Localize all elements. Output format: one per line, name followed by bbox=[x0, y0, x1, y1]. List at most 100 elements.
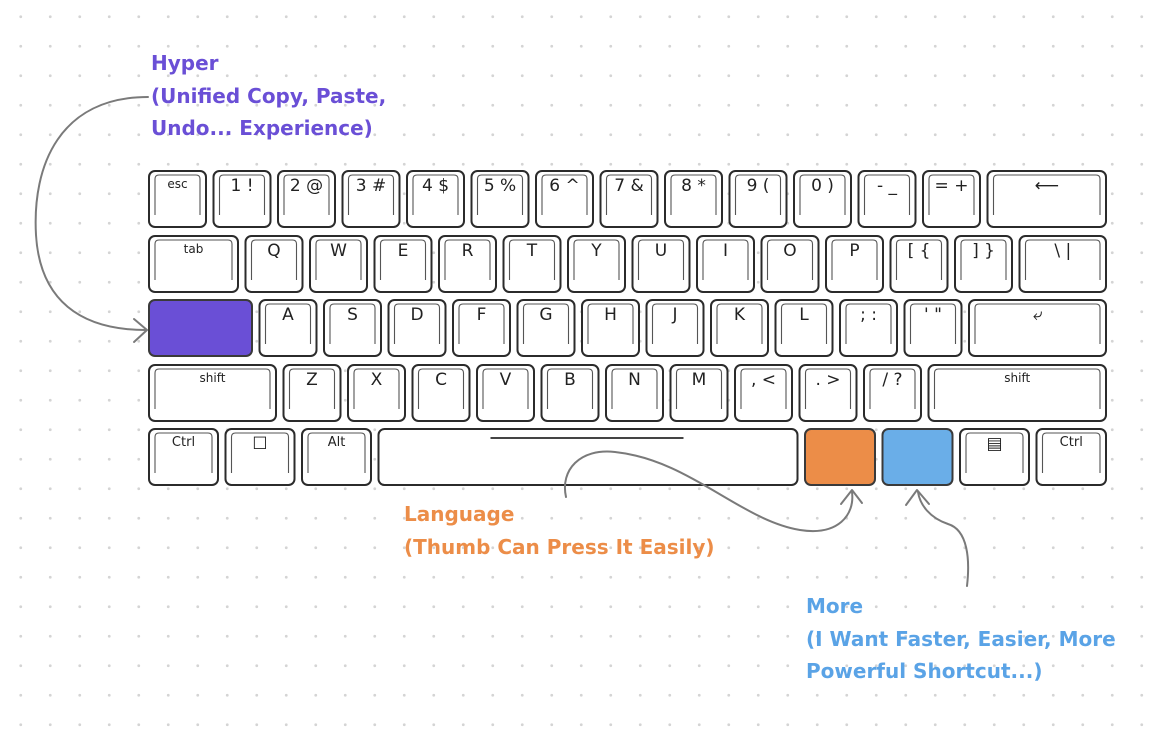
key-menu[interactable]: ▤ bbox=[959, 428, 1030, 486]
key-n[interactable]: N bbox=[605, 364, 664, 422]
key-minus-bevel bbox=[863, 174, 911, 215]
key-9[interactable]: 9 ( bbox=[728, 170, 788, 228]
key-comma[interactable]: , < bbox=[734, 364, 793, 422]
key-rshift-bevel bbox=[933, 368, 1101, 409]
key-win[interactable]: ☐ bbox=[224, 428, 296, 486]
key-rctrl[interactable]: Ctrl bbox=[1035, 428, 1107, 486]
key-lctrl[interactable]: Ctrl bbox=[148, 428, 219, 486]
key-4[interactable]: 4 $ bbox=[406, 170, 465, 228]
key-2-cap bbox=[277, 170, 336, 228]
key-v[interactable]: V bbox=[476, 364, 535, 422]
key-i-bevel bbox=[702, 239, 749, 280]
key-c[interactable]: C bbox=[411, 364, 471, 422]
key-rbracket[interactable]: ] } bbox=[954, 235, 1013, 293]
key-f-label: F bbox=[477, 305, 487, 325]
key-more-cap bbox=[881, 428, 954, 486]
key-slash-label: / ? bbox=[882, 370, 902, 390]
key-semicolon[interactable]: ; : bbox=[839, 299, 898, 357]
key-k[interactable]: K bbox=[710, 299, 769, 357]
key-esc[interactable]: esc bbox=[148, 170, 207, 228]
key-z-cap bbox=[282, 364, 342, 422]
key-m-cap bbox=[669, 364, 729, 422]
key-rshift[interactable]: shift bbox=[927, 364, 1107, 422]
key-4-cap bbox=[406, 170, 465, 228]
key-2-bevel bbox=[283, 174, 330, 215]
key-t[interactable]: T bbox=[502, 235, 562, 293]
key-0[interactable]: 0 ) bbox=[793, 170, 852, 228]
key-8-label: 8 * bbox=[681, 176, 706, 196]
key-alt[interactable]: Alt bbox=[301, 428, 372, 486]
key-l[interactable]: L bbox=[774, 299, 834, 357]
key-1-label: 1 ! bbox=[230, 176, 253, 196]
key-lbracket-cap bbox=[889, 235, 949, 293]
key-hyper[interactable] bbox=[148, 299, 253, 357]
key-menu-label: ▤ bbox=[986, 434, 1002, 454]
key-semicolon-cap bbox=[839, 299, 898, 357]
key-6[interactable]: 6 ^ bbox=[535, 170, 594, 228]
key-period-cap bbox=[798, 364, 858, 422]
key-6-bevel bbox=[541, 174, 588, 215]
key-3[interactable]: 3 # bbox=[341, 170, 401, 228]
key-lbracket[interactable]: [ { bbox=[889, 235, 949, 293]
key-s[interactable]: S bbox=[323, 299, 382, 357]
key-enter-label: ⤶ bbox=[1033, 305, 1043, 325]
key-5[interactable]: 5 % bbox=[470, 170, 530, 228]
key-r[interactable]: R bbox=[438, 235, 497, 293]
key-i[interactable]: I bbox=[696, 235, 755, 293]
key-language[interactable] bbox=[804, 428, 876, 486]
key-p[interactable]: P bbox=[825, 235, 884, 293]
key-j[interactable]: J bbox=[645, 299, 705, 357]
key-2[interactable]: 2 @ bbox=[277, 170, 336, 228]
key-y[interactable]: Y bbox=[567, 235, 626, 293]
key-d[interactable]: D bbox=[387, 299, 447, 357]
key-a[interactable]: A bbox=[258, 299, 318, 357]
key-h[interactable]: H bbox=[581, 299, 640, 357]
key-b-cap bbox=[540, 364, 600, 422]
key-b-label: B bbox=[564, 370, 576, 390]
key-space[interactable] bbox=[377, 428, 799, 486]
key-1[interactable]: 1 ! bbox=[212, 170, 272, 228]
key-9-label: 9 ( bbox=[747, 176, 770, 196]
key-p-label: P bbox=[849, 241, 859, 261]
key-tab-bevel bbox=[154, 239, 233, 280]
key-quote-label: ' " bbox=[924, 305, 942, 325]
key-e-cap bbox=[373, 235, 433, 293]
key-tab[interactable]: tab bbox=[148, 235, 239, 293]
key-8[interactable]: 8 * bbox=[664, 170, 723, 228]
key-more[interactable] bbox=[881, 428, 954, 486]
key-n-bevel bbox=[611, 368, 658, 409]
key-period[interactable]: . > bbox=[798, 364, 858, 422]
key-o[interactable]: O bbox=[760, 235, 820, 293]
key-quote[interactable]: ' " bbox=[903, 299, 963, 357]
key-0-bevel bbox=[799, 174, 846, 215]
key-lshift[interactable]: shift bbox=[148, 364, 277, 422]
key-g[interactable]: G bbox=[516, 299, 576, 357]
key-backslash[interactable]: \ | bbox=[1018, 235, 1107, 293]
key-w[interactable]: W bbox=[309, 235, 368, 293]
key-rshift-label: shift bbox=[1004, 371, 1030, 385]
key-minus[interactable]: - _ bbox=[857, 170, 917, 228]
key-z-label: Z bbox=[306, 370, 318, 390]
key-u-cap bbox=[631, 235, 691, 293]
key-lshift-cap bbox=[148, 364, 277, 422]
key-slash[interactable]: / ? bbox=[863, 364, 922, 422]
key-f-cap bbox=[452, 299, 511, 357]
key-g-bevel bbox=[522, 303, 570, 344]
key-k-bevel bbox=[716, 303, 763, 344]
key-7-bevel bbox=[605, 174, 653, 215]
key-e[interactable]: E bbox=[373, 235, 433, 293]
key-f[interactable]: F bbox=[452, 299, 511, 357]
key-m[interactable]: M bbox=[669, 364, 729, 422]
hyper-description-line-2: Undo... Experience) bbox=[151, 116, 373, 140]
key-q[interactable]: Q bbox=[244, 235, 304, 293]
key-u[interactable]: U bbox=[631, 235, 691, 293]
key-z[interactable]: Z bbox=[282, 364, 342, 422]
key-enter[interactable]: ⤶ bbox=[968, 299, 1107, 357]
key-equals[interactable]: = + bbox=[922, 170, 981, 228]
key-8-cap bbox=[664, 170, 723, 228]
key-x[interactable]: X bbox=[347, 364, 406, 422]
key-backspace[interactable]: ⟵ bbox=[986, 170, 1107, 228]
more-title: More bbox=[806, 594, 864, 618]
key-b[interactable]: B bbox=[540, 364, 600, 422]
key-7[interactable]: 7 & bbox=[599, 170, 659, 228]
